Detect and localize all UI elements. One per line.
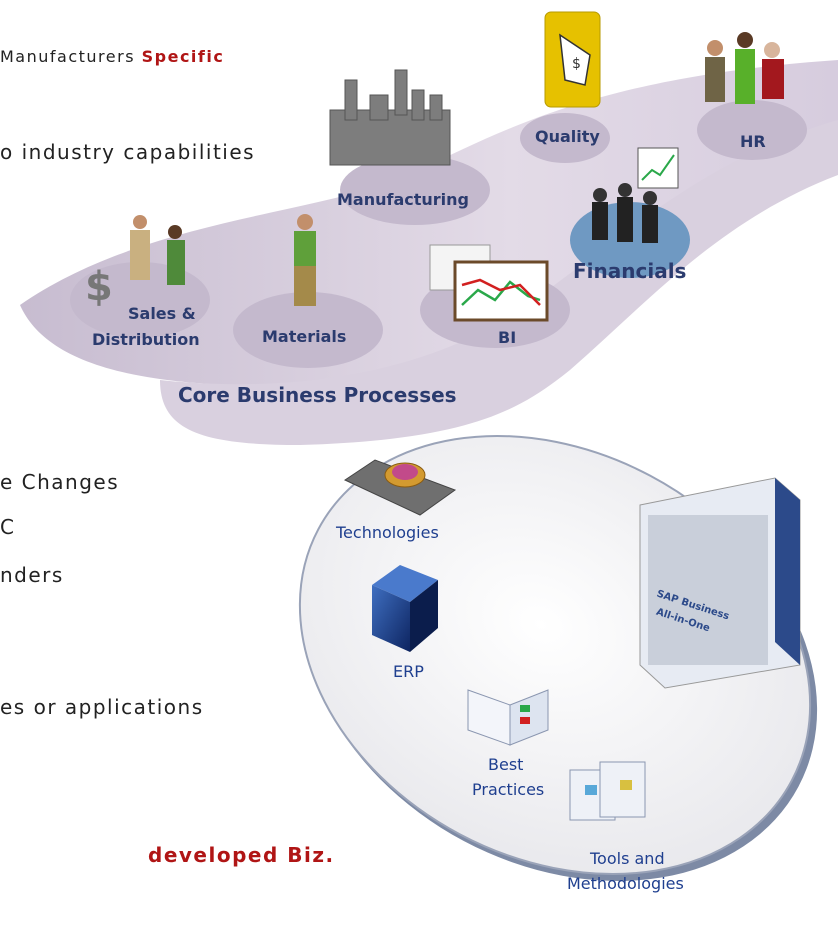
svg-text:$: $ (572, 56, 581, 72)
label-materials: Materials (262, 327, 347, 346)
label-sales: Sales & (128, 304, 196, 323)
left-line-1: Manufacturers Specific (0, 47, 224, 66)
sap-product-box (639, 477, 801, 689)
financials-people-icon (592, 147, 679, 243)
label-best: Best (488, 755, 524, 774)
left-line-1-prefix: Manufacturers (0, 47, 142, 66)
best-practices-icon (467, 689, 549, 746)
core-processes-title: Core Business Processes (178, 383, 457, 407)
quality-ellipse (520, 113, 610, 163)
label-quality: Quality (535, 127, 600, 146)
materials-person-icon (294, 214, 316, 306)
svg-text:$: $ (85, 264, 113, 310)
sales-people-icon: $ (85, 215, 185, 310)
bi-chart-icon (429, 244, 549, 322)
quality-tag-icon: $ (544, 11, 601, 108)
technologies-tray-icon (343, 459, 457, 516)
erp-cube-icon (372, 565, 438, 652)
label-tools: Tools and (590, 849, 665, 868)
label-practices: Practices (472, 780, 545, 799)
tools-icon (569, 761, 646, 821)
left-footer: developed Biz. (148, 843, 335, 867)
label-hr: HR (740, 132, 766, 151)
hr-ellipse (697, 100, 807, 160)
left-line-5: nders (0, 563, 64, 587)
label-technologies: Technologies (336, 523, 439, 542)
label-methodologies: Methodologies (567, 874, 684, 893)
label-sales-distribution: Distribution (92, 330, 200, 349)
label-financials: Financials (573, 259, 687, 283)
left-line-2: o industry capabilities (0, 140, 256, 164)
manufacturing-ellipse (340, 155, 490, 225)
label-manufacturing: Manufacturing (337, 190, 469, 209)
label-erp: ERP (393, 662, 424, 681)
left-line-4: C (0, 515, 16, 539)
left-line-1-emph: Specific (141, 47, 225, 66)
hr-people-icon (705, 32, 784, 104)
left-line-6: es or applications (0, 695, 204, 719)
label-bi: BI (498, 328, 517, 347)
materials-ellipse (233, 292, 383, 368)
left-line-3: e Changes (0, 470, 120, 494)
factory-icon (329, 69, 451, 166)
